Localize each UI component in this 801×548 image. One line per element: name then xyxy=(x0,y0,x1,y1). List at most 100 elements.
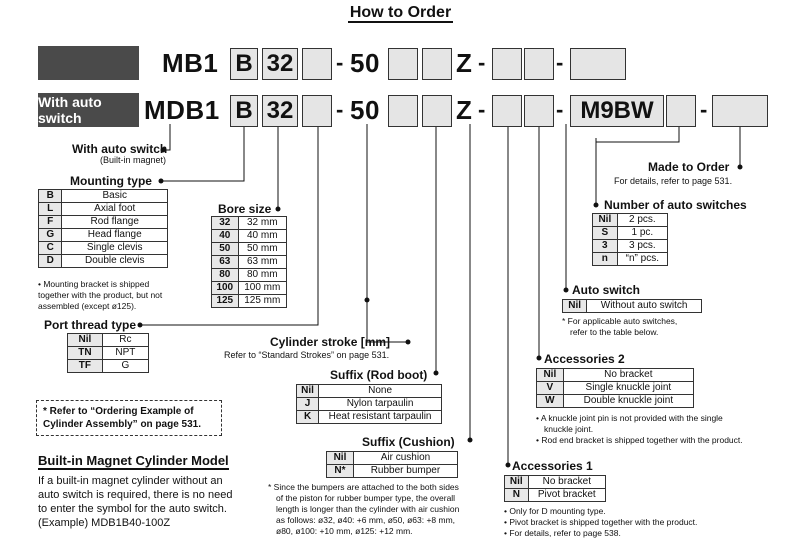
row1-bore-box: 32 xyxy=(262,48,298,80)
dash: - xyxy=(556,97,564,122)
page-title: How to Order xyxy=(347,4,454,23)
row2-cushion-box xyxy=(422,95,452,127)
dash: - xyxy=(336,97,344,122)
made-to-order-sub: For details, refer to page 531. xyxy=(614,176,733,186)
suffix-rod-label: Suffix (Rod boot) xyxy=(330,368,428,382)
note-line: • Rod end bracket is shipped together wi… xyxy=(536,435,743,445)
row2-suffix: Z xyxy=(456,95,473,125)
accessories2-label: Accessories 2 xyxy=(544,352,625,366)
builtin-line: (Example) MDB1B40-100Z xyxy=(38,517,171,529)
row2-acc2-box xyxy=(524,95,554,127)
builtin-line: to enter the symbol for the auto switch. xyxy=(38,503,227,515)
table-row: n“n” pcs. xyxy=(592,252,669,266)
with-auto-switch-sub: (Built-in magnet) xyxy=(100,155,167,165)
row1-mto-box xyxy=(570,48,626,80)
row1-acc1-box xyxy=(492,48,522,80)
auto-switch-notes: * For applicable auto switches, refer to… xyxy=(562,316,677,338)
note-line: knuckle joint. xyxy=(544,424,594,434)
note-line: * For applicable auto switches, xyxy=(562,316,678,326)
row1-stroke: 50 xyxy=(350,48,380,78)
row1-rodboot-box xyxy=(388,48,418,80)
row2-port-box xyxy=(302,95,332,127)
row2-label-box: With auto switch xyxy=(38,93,139,127)
accessories1-label: Accessories 1 xyxy=(512,459,593,473)
row2-numswitch-box xyxy=(666,95,696,127)
note-line: • Pivot bracket is shipped together with… xyxy=(504,517,698,527)
note-line: • A knuckle joint pin is not provided wi… xyxy=(536,413,723,423)
row2-rodboot-box xyxy=(388,95,418,127)
accessories1-notes: • Only for D mounting type. • Pivot brac… xyxy=(504,506,697,539)
note-line: ø80, ø100: +10 mm, ø125: +12 mm. xyxy=(276,526,413,536)
row1-port-box xyxy=(302,48,332,80)
mounting-type-note: • Mounting bracket is shipped together w… xyxy=(38,279,163,311)
row2-model: MDB1 xyxy=(144,95,220,125)
note-line: refer to the table below. xyxy=(570,327,659,337)
dash: - xyxy=(478,50,486,75)
row2-mount-box: B xyxy=(230,95,258,127)
row1-suffix: Z xyxy=(456,48,473,78)
stroke-label: Cylinder stroke [mm] xyxy=(270,335,391,349)
note-line: of the piston for rubber bumper type, th… xyxy=(276,493,456,503)
refer-line: * Refer to “Ordering Example of xyxy=(43,406,194,417)
builtin-line: auto switch is required, there is no nee… xyxy=(38,489,233,501)
row1-mount-box: B xyxy=(230,48,258,80)
dash: - xyxy=(556,50,564,75)
stroke-sub: Refer to “Standard Strokes” on page 531. xyxy=(224,350,390,360)
table-row: N*Rubber bumper xyxy=(326,464,459,478)
row2-stroke: 50 xyxy=(350,95,380,125)
auto-switch-label: Auto switch xyxy=(572,283,640,297)
row2-bore-box: 32 xyxy=(262,95,298,127)
made-to-order-label: Made to Order xyxy=(648,160,730,174)
suffix-cushion-label: Suffix (Cushion) xyxy=(362,435,455,449)
refer-box: * Refer to “Ordering Example of Cylinder… xyxy=(36,400,222,436)
note-line: * Since the bumpers are attached to the … xyxy=(268,482,459,492)
dash: - xyxy=(700,97,708,122)
builtin-heading: Built-in Magnet Cylinder Model xyxy=(38,453,229,470)
refer-line: Cylinder Assembly” on page 531. xyxy=(43,419,202,430)
note-line: length is longer than the cylinder with … xyxy=(276,504,460,514)
row1-label-box xyxy=(38,46,139,80)
row1-model: MB1 xyxy=(162,48,219,78)
suffix-cushion-notes: * Since the bumpers are attached to the … xyxy=(268,482,488,537)
builtin-text: If a built-in magnet cylinder without an… xyxy=(38,474,232,530)
note-line: • For details, refer to page 538. xyxy=(504,528,621,538)
accessories2-notes: • A knuckle joint pin is not provided wi… xyxy=(536,413,766,446)
num-switches-label: Number of auto switches xyxy=(604,198,747,212)
row2-acc1-box xyxy=(492,95,522,127)
builtin-line: If a built-in magnet cylinder without an xyxy=(38,475,223,487)
mounting-type-label: Mounting type xyxy=(70,174,152,188)
row2-switch-box: M9BW xyxy=(570,95,664,127)
